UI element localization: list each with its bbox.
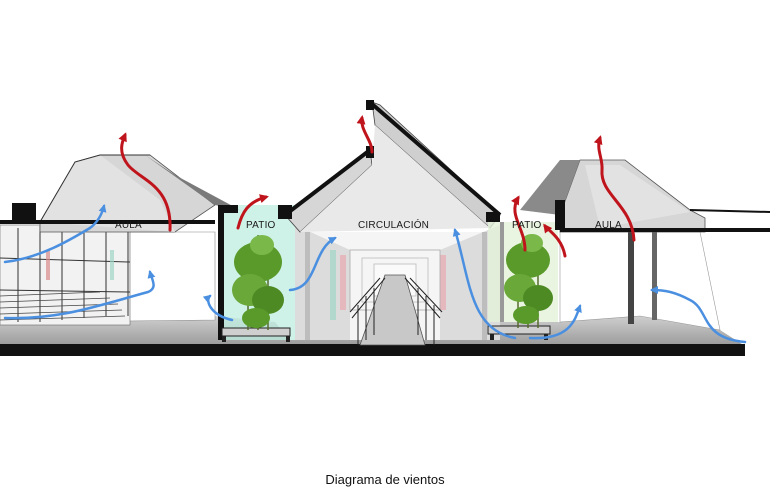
label-patio-left: PATIO (246, 220, 276, 231)
blue-airflow-arrow (3, 204, 107, 264)
right-patio (487, 222, 558, 340)
diagram-caption: Diagrama de vientos (325, 472, 445, 487)
label-patio-right: PATIO (512, 220, 542, 231)
red-airflow-arrow (356, 115, 374, 154)
red-airflow-arrow (236, 194, 269, 230)
blue-airflow-arrow (202, 294, 234, 322)
blue-airflow-arrow (528, 304, 582, 340)
label-circulacion: CIRCULACIÓN (358, 218, 429, 231)
red-airflow-arrow (543, 223, 567, 258)
blue-airflow-arrow (452, 228, 517, 340)
label-aula-right: AULA (595, 220, 622, 231)
warm-airflow-arrows (118, 115, 636, 258)
label-aula-left: AULA (115, 220, 142, 231)
blue-airflow-arrow (650, 286, 747, 344)
red-airflow-arrow (118, 132, 172, 232)
cold-airflow-arrows (3, 204, 747, 344)
window-grid (0, 226, 131, 322)
left-patio (218, 205, 295, 342)
blue-airflow-arrow (3, 270, 156, 320)
red-airflow-arrow (511, 195, 527, 252)
floor-slab (0, 316, 745, 356)
circulation-hall (278, 100, 502, 346)
bamboo-plant-icon (232, 235, 284, 330)
blue-airflow-arrow (288, 236, 337, 292)
right-classroom (520, 159, 770, 331)
left-classroom (0, 154, 240, 326)
railings (349, 277, 443, 345)
bamboo-plant-icon (504, 234, 553, 328)
red-airflow-arrow (593, 135, 636, 242)
